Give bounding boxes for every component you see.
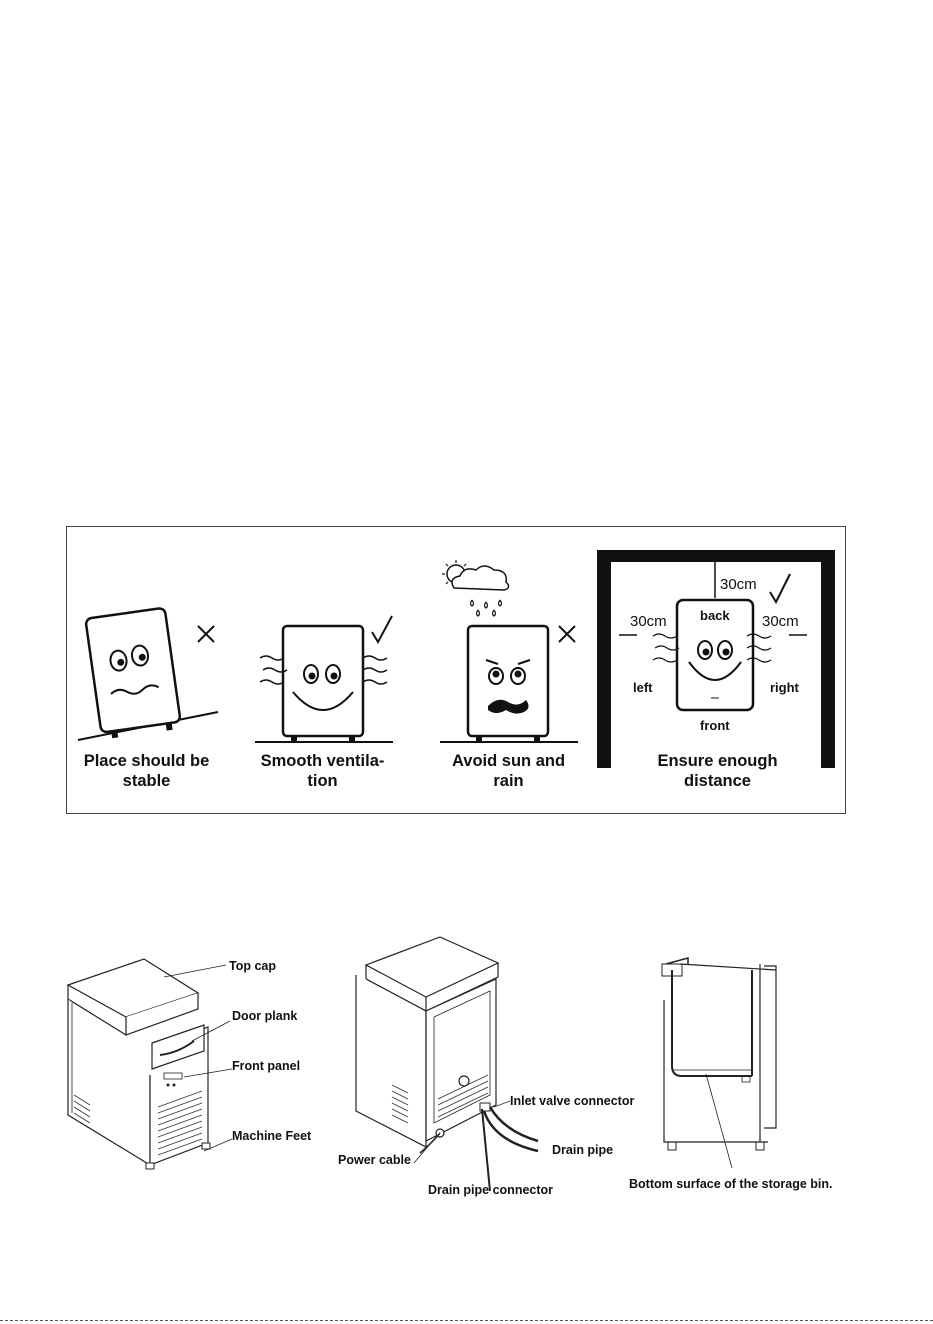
label-storage-bin-bottom: Bottom surface of the storage bin. (629, 1177, 833, 1191)
tip-caption-distance: Ensure enough distance (645, 751, 790, 791)
clearance-left-distance: 30cm (630, 613, 667, 630)
page-bottom-dashed-border (0, 1320, 933, 1321)
ice-machine-side-cutaway (656, 956, 796, 1156)
label-drain-pipe: Drain pipe (552, 1143, 613, 1157)
weather-icon (438, 558, 518, 618)
cross-mark-icon (196, 624, 216, 644)
clearance-right-label: right (770, 680, 799, 695)
label-machine-feet: Machine Feet (232, 1129, 311, 1143)
tip-caption-stable: Place should be stable (74, 751, 219, 791)
alcove-clearance-diagram (597, 550, 837, 770)
ice-machine-front-view (64, 955, 224, 1180)
tilted-machine-illustration (78, 600, 228, 740)
clearance-left-label: left (633, 680, 653, 695)
clearance-front-label: front (700, 718, 730, 733)
label-top-cap: Top cap (229, 959, 276, 973)
label-power-cable: Power cable (338, 1153, 411, 1167)
clearance-back-distance: 30cm (720, 576, 757, 593)
tip-caption-sun-rain: Avoid sun and rain (436, 751, 581, 791)
label-drain-pipe-connector: Drain pipe connector (428, 1183, 553, 1197)
label-front-panel: Front panel (232, 1059, 300, 1073)
check-mark-icon (370, 614, 394, 644)
clearance-right-distance: 30cm (762, 613, 799, 630)
cross-mark-icon (557, 624, 577, 644)
tip-caption-ventilation: Smooth ventila- tion (250, 751, 395, 791)
label-door-plank: Door plank (232, 1009, 297, 1023)
label-inlet-valve-connector: Inlet valve connector (510, 1094, 634, 1108)
check-mark-icon (768, 572, 792, 604)
ice-machine-back-view (350, 935, 580, 1165)
clearance-back-label: back (700, 608, 730, 623)
